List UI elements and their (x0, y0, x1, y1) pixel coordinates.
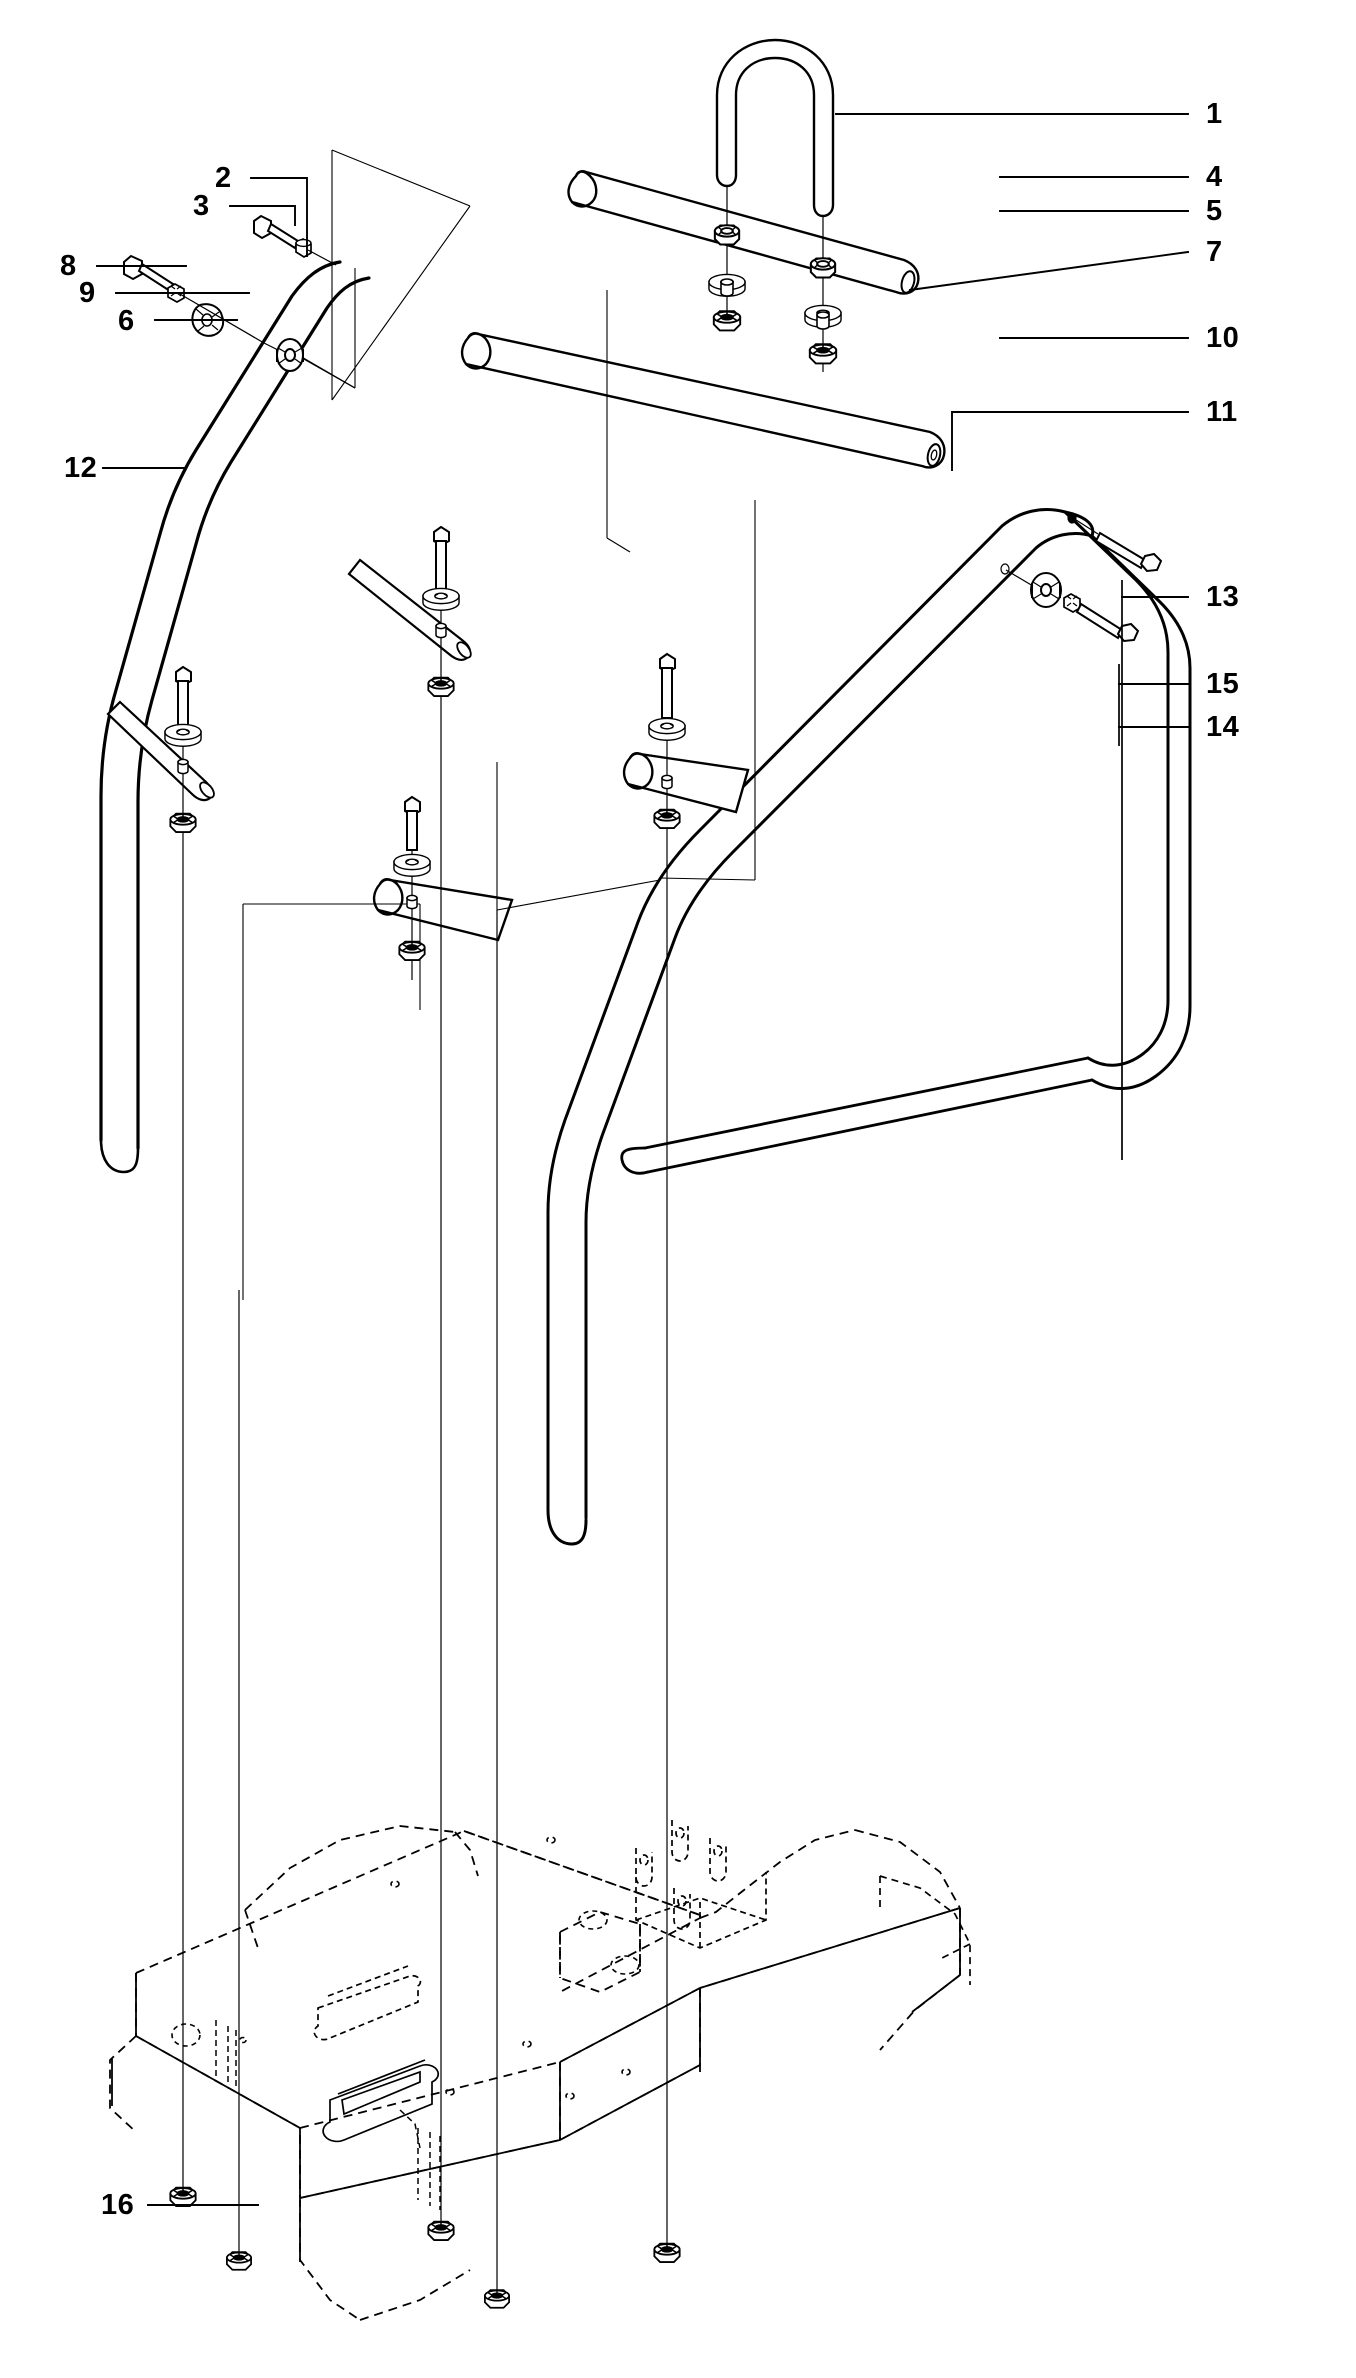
frame-hub-left (276, 338, 304, 372)
callout-label-8: 8 (60, 250, 77, 282)
base-flange-nut-right (653, 2242, 681, 2263)
hex-bolt-13 (1075, 602, 1140, 643)
leader-3 (229, 205, 296, 226)
carriage-bolt-center1 (433, 525, 450, 591)
carriage-bolt-left (175, 665, 192, 731)
callout-label-15: 15 (1206, 668, 1240, 700)
base-flange-nut-left (169, 2186, 197, 2207)
rubber-bumper-mid (372, 878, 514, 942)
rubber-bumper-right (622, 752, 750, 814)
hex-bolt-3 (253, 214, 300, 250)
callout-label-6: 6 (118, 305, 135, 337)
tube-mid-left (106, 700, 215, 802)
frame-hub-left-axis (263, 342, 356, 389)
mount-stack-farright (484, 910, 510, 2309)
mount-stack-center2 (393, 795, 431, 980)
chassis-base (109, 1825, 961, 2321)
chassis-slots (313, 1965, 440, 2143)
callout-leaders (96, 113, 1190, 2206)
mount-stack-left (164, 665, 202, 2207)
callout-label-2: 2 (215, 162, 232, 194)
base-flange-nut-center1 (427, 2220, 455, 2241)
tube-pass-collar-right (661, 774, 673, 790)
flange-nut-left (169, 812, 197, 833)
callout-label-3: 3 (193, 190, 210, 222)
tube-pass-collar-center1 (435, 622, 447, 639)
bolt-8-shaft-line (179, 293, 265, 344)
rubber-bumper-upper-7 (567, 170, 920, 295)
callout-label-7: 7 (1206, 236, 1223, 268)
callout-label-1: 1 (1206, 98, 1223, 130)
flat-washer-14 (648, 717, 686, 741)
flat-washer-center1 (422, 587, 460, 611)
frame-outer-lower-end (99, 1139, 140, 1174)
mount-stack-right (648, 652, 686, 2263)
callout-label-12: 12 (64, 452, 98, 484)
flange-nut-center2 (398, 940, 426, 961)
rops-frame-bottom-cross (620, 1056, 1094, 1175)
bumper-pass-through-collars (720, 278, 830, 330)
lock-nut-4-right (809, 257, 837, 279)
chassis-left-ribs (215, 2020, 237, 2090)
mount-stack-center1 (422, 525, 460, 2241)
chassis-base-solid-edges (111, 1907, 961, 2262)
carriage-bolt-15 (659, 652, 676, 719)
callout-label-13: 13 (1206, 581, 1240, 613)
projection-lines (242, 149, 756, 1300)
bolt-upper-right-axis (1067, 512, 1099, 535)
lock-nut-10-right (808, 343, 838, 365)
base-flange-nut-farleft (226, 2251, 252, 2271)
rubber-bumper-lower-11 (460, 332, 946, 469)
chassis-front-ribs (399, 2109, 441, 2210)
leader-11 (951, 411, 1189, 471)
lock-nut-4-left (713, 224, 741, 246)
chassis-bracket (635, 1820, 767, 1949)
tube-pass-collar-left (177, 758, 189, 775)
rops-frame-outer-12 (99, 260, 371, 1150)
bolt-13-axis (1000, 563, 1034, 587)
tube-mid-center (347, 558, 472, 661)
lock-nut-10-left (712, 310, 742, 332)
chassis-holes (171, 1836, 640, 2100)
tube-pass-collar-center2 (406, 894, 418, 910)
callout-label-10: 10 (1206, 322, 1240, 354)
hub-washer-13 (1030, 572, 1062, 608)
bolt-3-axis (307, 249, 337, 266)
rops-frame-right-leg (1063, 510, 1192, 1091)
callout-label-9: 9 (79, 277, 96, 309)
flat-washer-left (164, 723, 202, 747)
base-flange-nut-farright (484, 2289, 510, 2309)
rops-frame-inner-13 (546, 508, 1095, 1546)
callout-label-14: 14 (1206, 711, 1240, 743)
hex-bolt-upper-right (1094, 531, 1163, 573)
leader-2 (250, 177, 308, 257)
chassis-right-arm (879, 1875, 971, 1985)
mount-stack-farleft (226, 1290, 252, 2271)
callout-leader-verticals (1118, 580, 1123, 1160)
callout-label-4: 4 (1206, 161, 1223, 193)
callout-label-16: 16 (101, 2189, 135, 2221)
u-bolt-1 (715, 38, 835, 218)
callout-label-11: 11 (1206, 396, 1238, 428)
leader-7 (908, 250, 1190, 292)
carriage-bolt-center2 (404, 795, 421, 851)
flat-washer-center2 (393, 853, 431, 877)
flange-nut-center1 (427, 676, 455, 697)
nut-2-small (295, 238, 312, 258)
flange-nut-right (653, 808, 681, 829)
callout-label-5: 5 (1206, 195, 1223, 227)
